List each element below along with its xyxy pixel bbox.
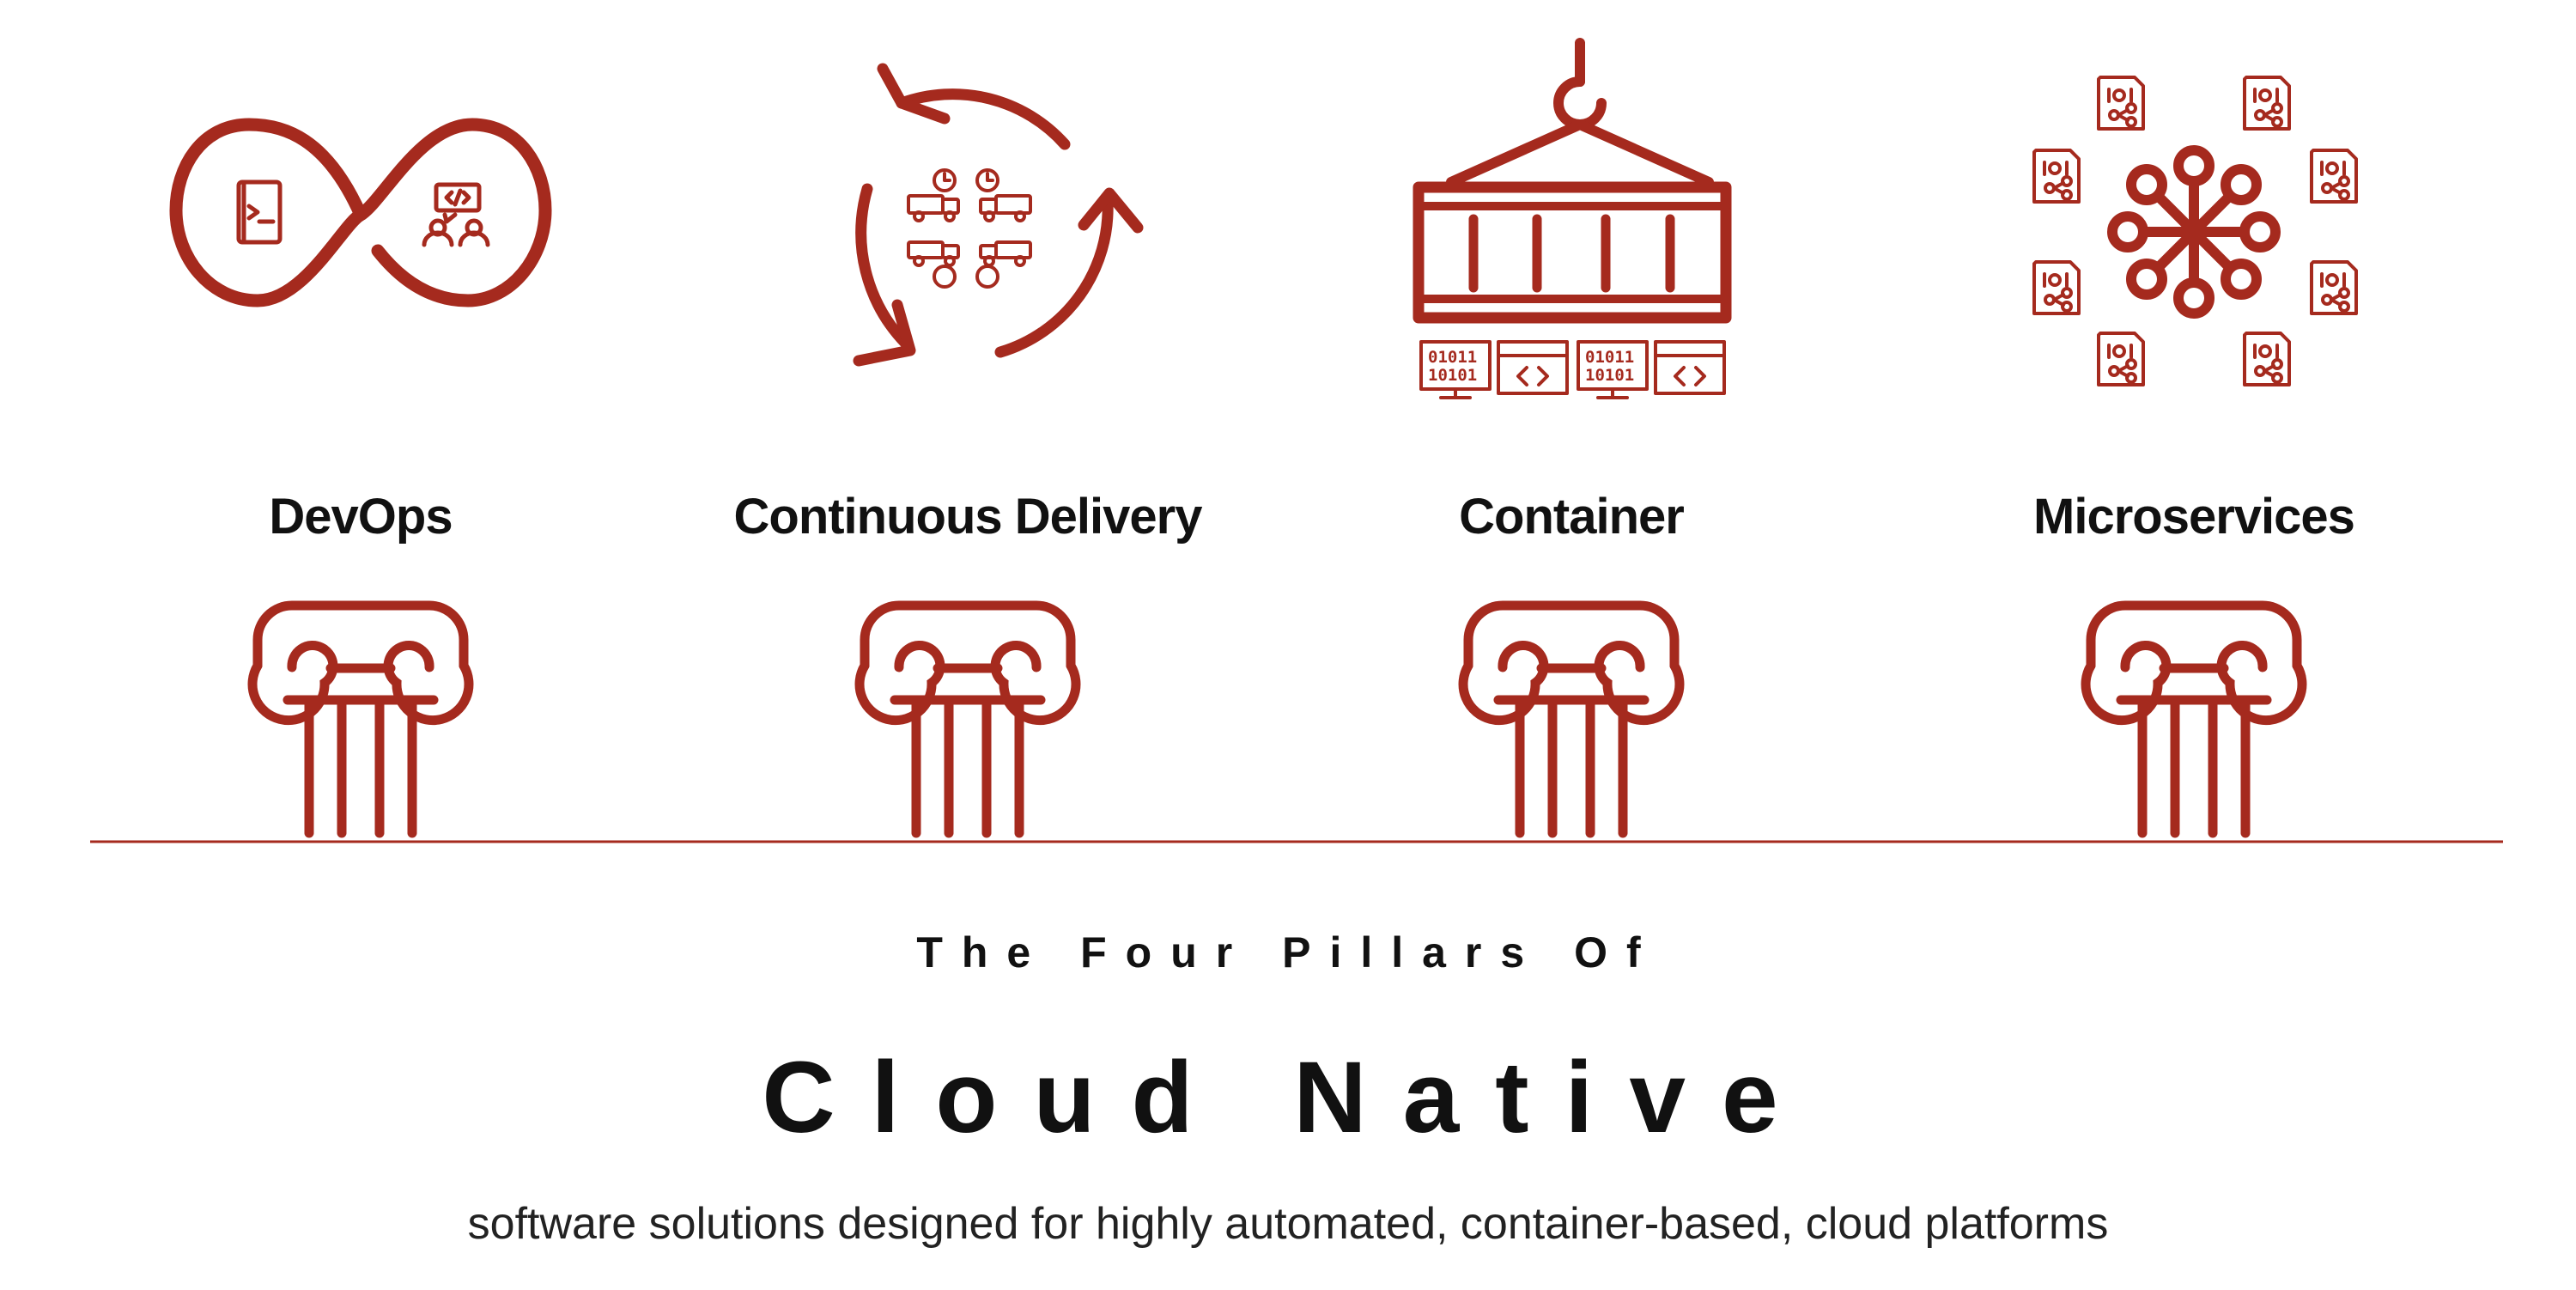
devops-infinity-icon [169, 118, 552, 307]
page-title: Cloud Native [762, 1041, 1814, 1154]
svg-text:01011: 01011 [1428, 348, 1477, 367]
delivery-cycle-icon [853, 63, 1144, 367]
column-microservices [2086, 605, 2302, 833]
subtitle: The Four Pillars Of [916, 928, 1660, 977]
column-devops [252, 605, 469, 833]
svg-text:01011: 01011 [1585, 348, 1634, 367]
pillar-label-continuous-delivery: Continuous Delivery [733, 489, 1203, 545]
svg-text:10101: 10101 [1428, 366, 1477, 385]
pillar-label-microservices: Microservices [2033, 489, 2355, 545]
column-container [1463, 605, 1680, 833]
column-continuous-delivery [860, 605, 1076, 833]
shipping-container-icon: 01011 10101 01011 10101 [1413, 38, 1732, 399]
microservices-network-icon [2032, 76, 2358, 386]
tagline: software solutions designed for highly a… [467, 1199, 2109, 1249]
pillar-label-devops: DevOps [269, 489, 453, 545]
pillar-label-container: Container [1459, 489, 1685, 545]
svg-text:10101: 10101 [1585, 366, 1634, 385]
